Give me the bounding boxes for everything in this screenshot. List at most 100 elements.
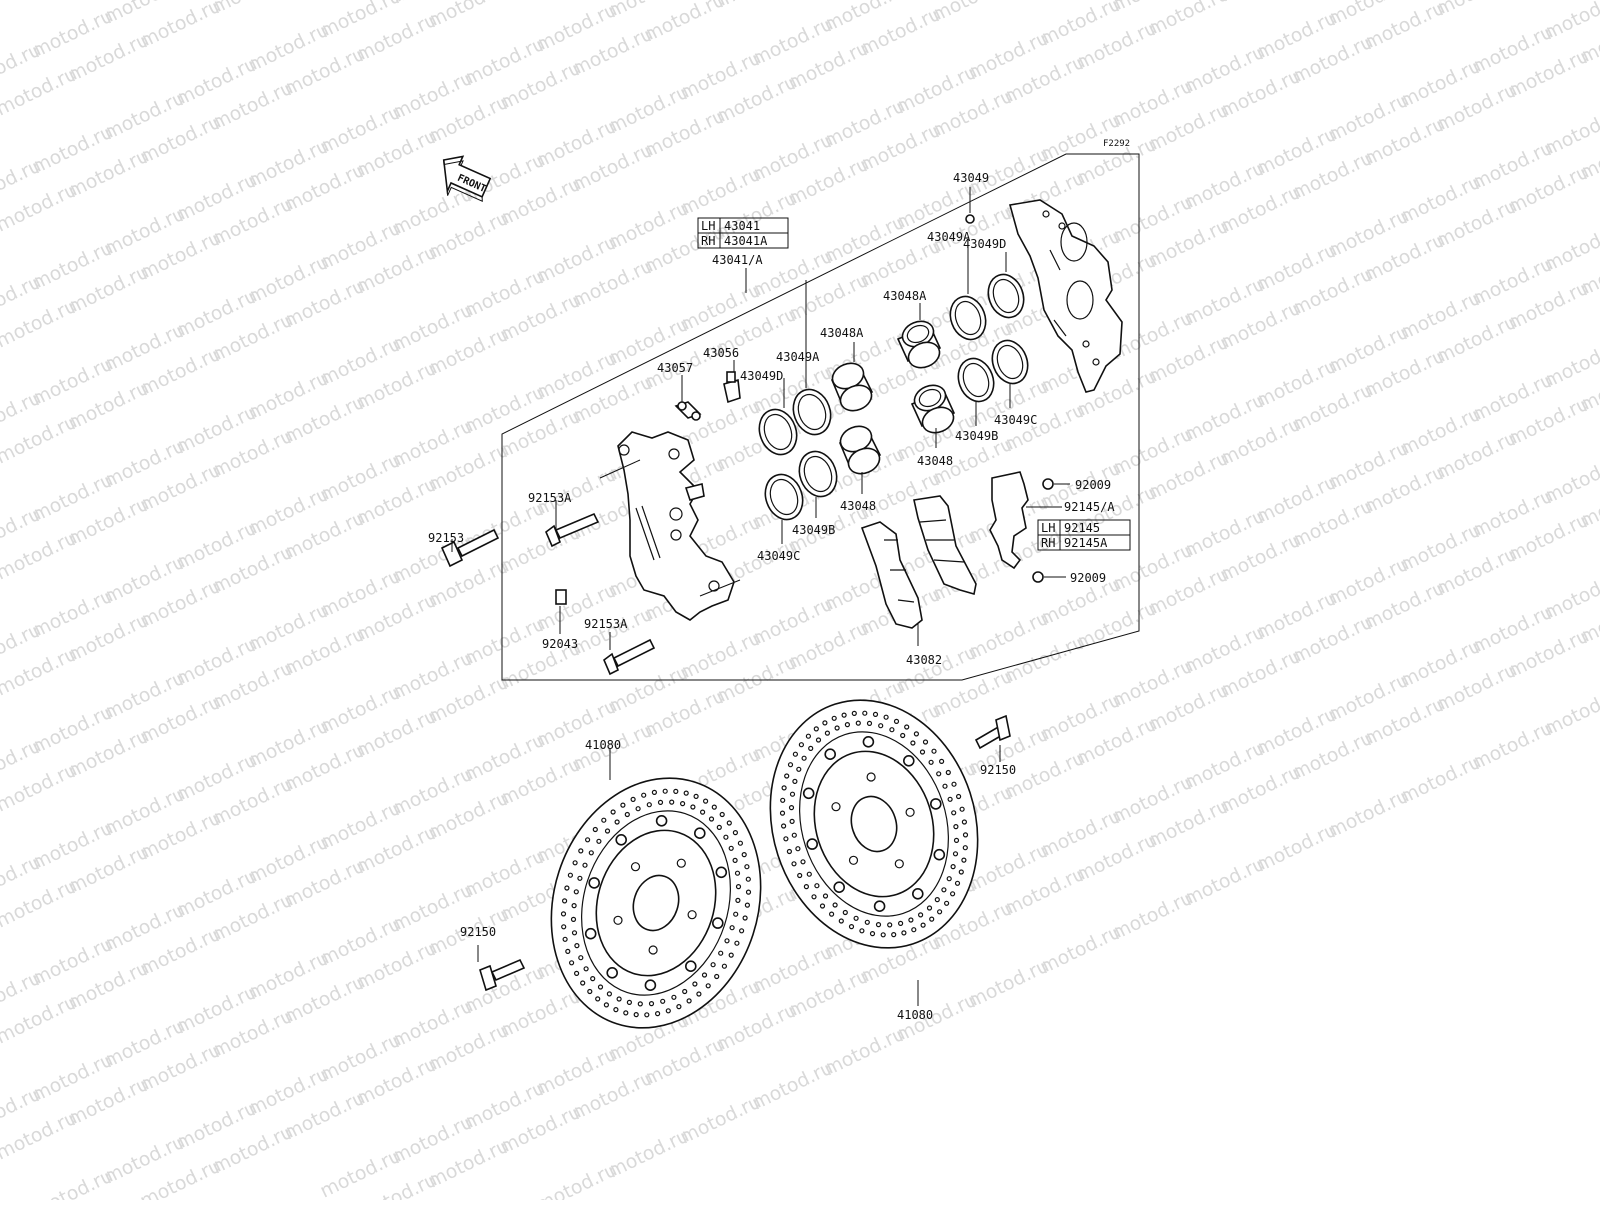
seal-43049c-left bbox=[764, 473, 804, 521]
disc-hole bbox=[811, 894, 817, 900]
label-43049a-left: 43049A bbox=[776, 350, 820, 364]
disc-hole bbox=[942, 783, 948, 789]
disc-hole bbox=[572, 860, 578, 866]
disc-hole bbox=[578, 955, 584, 961]
disc-hole bbox=[822, 720, 828, 726]
watermark-text: motod.ru bbox=[929, 0, 1017, 26]
label-92153: 92153 bbox=[428, 531, 464, 545]
disc-hole bbox=[803, 883, 810, 890]
disc-hole bbox=[831, 715, 837, 721]
disc-hole bbox=[610, 809, 616, 815]
screw-92009-top bbox=[1042, 478, 1054, 490]
disc-hole bbox=[962, 832, 969, 838]
disc-hole bbox=[584, 927, 597, 940]
watermark-text: motod.ru bbox=[1541, 451, 1600, 509]
disc-hole bbox=[950, 863, 956, 870]
disc-hole bbox=[911, 887, 924, 900]
disc-hole bbox=[851, 710, 857, 717]
label-92153a-top: 92153A bbox=[528, 491, 572, 505]
disc-hole bbox=[880, 932, 886, 938]
label-43049c-left: 43049C bbox=[757, 549, 800, 563]
disc-hole bbox=[648, 1000, 655, 1007]
watermark-text: motod.ru bbox=[209, 0, 297, 18]
disc-hole bbox=[842, 909, 848, 916]
disc-hole bbox=[933, 848, 946, 861]
disc-hole bbox=[616, 996, 622, 1002]
disc-hole bbox=[732, 829, 739, 836]
piston-43048a-right bbox=[896, 320, 942, 369]
seal-43049a-right-top bbox=[949, 295, 987, 341]
leader-lines bbox=[451, 187, 1070, 1006]
disc-hole bbox=[796, 766, 802, 772]
disc-hole bbox=[855, 720, 861, 726]
disc-hole bbox=[787, 762, 794, 768]
caliper-left-half bbox=[617, 431, 735, 621]
watermark-text: motod.ru bbox=[1541, 335, 1600, 393]
disc-hole bbox=[648, 945, 658, 955]
label-92153a-bottom: 92153A bbox=[584, 617, 628, 631]
disc-hole bbox=[734, 870, 741, 876]
disc-hole bbox=[646, 802, 652, 808]
disc-hole bbox=[864, 919, 870, 925]
caliper-right-half bbox=[1008, 199, 1123, 393]
disc-hole bbox=[862, 735, 875, 748]
disc-hole bbox=[954, 880, 961, 886]
disc-hole bbox=[561, 924, 567, 930]
disc-hole bbox=[641, 792, 647, 798]
disc-hole bbox=[669, 799, 675, 805]
bolt-92150-right bbox=[974, 714, 1011, 750]
washer-43049 bbox=[965, 214, 975, 224]
label-92009-top: 92009 bbox=[1075, 478, 1111, 492]
disc-hole bbox=[791, 832, 797, 838]
brake-pad-set-43082 bbox=[860, 495, 977, 629]
disc-hole bbox=[920, 922, 926, 928]
piston-group bbox=[830, 320, 956, 475]
disc-hole bbox=[745, 876, 751, 882]
label-43082: 43082 bbox=[906, 653, 942, 667]
disc-hole bbox=[715, 866, 728, 879]
disc-hole bbox=[597, 984, 604, 990]
disc-hole bbox=[626, 999, 633, 1006]
disc-hole bbox=[714, 973, 720, 980]
disc-hole bbox=[601, 817, 607, 823]
label-43048-left: 43048 bbox=[840, 499, 876, 513]
disc-hole bbox=[701, 972, 708, 978]
label-92150-left: 92150 bbox=[460, 925, 496, 939]
disc-hole bbox=[684, 960, 697, 973]
disc-hole bbox=[604, 828, 611, 834]
watermark-text: motod.ru bbox=[1145, 0, 1233, 40]
disc-hole bbox=[693, 793, 699, 800]
label-92043: 92043 bbox=[542, 637, 578, 651]
disc-hole bbox=[676, 858, 686, 868]
disc-hole bbox=[792, 778, 798, 785]
label-43048a-right: 43048A bbox=[883, 289, 927, 303]
disc-hole bbox=[848, 855, 859, 865]
label-41080-right: 41080 bbox=[897, 1008, 933, 1022]
disc-hole bbox=[660, 998, 666, 1004]
disc-hole bbox=[693, 827, 706, 840]
watermark-text: motod.ru bbox=[1433, 0, 1521, 20]
watermark-text: motod.ru bbox=[1541, 0, 1600, 44]
disc-hole bbox=[578, 848, 584, 854]
label-43049c-right: 43049C bbox=[994, 413, 1037, 427]
watermark-text: motod.ru bbox=[641, 0, 729, 46]
seal-ring-group bbox=[758, 273, 1029, 521]
disc-hole bbox=[824, 730, 831, 736]
disc-hole bbox=[951, 781, 957, 787]
disc-hole bbox=[644, 1012, 650, 1018]
seal-43049a-left bbox=[792, 388, 832, 436]
disc-hole bbox=[814, 883, 820, 889]
disc-hole bbox=[613, 915, 623, 925]
label-43056: 43056 bbox=[703, 346, 739, 360]
disc-hole bbox=[673, 788, 679, 795]
disc-hole bbox=[955, 793, 962, 800]
disc-hole bbox=[789, 818, 795, 825]
disc-hole bbox=[806, 838, 819, 850]
disc-hole bbox=[716, 824, 722, 831]
disc-hole bbox=[724, 938, 730, 944]
disc-hole bbox=[732, 857, 738, 864]
label-43048a-left: 43048A bbox=[820, 326, 864, 340]
watermark-text: motod.ru bbox=[1541, 683, 1600, 741]
disc-hole bbox=[959, 806, 965, 812]
